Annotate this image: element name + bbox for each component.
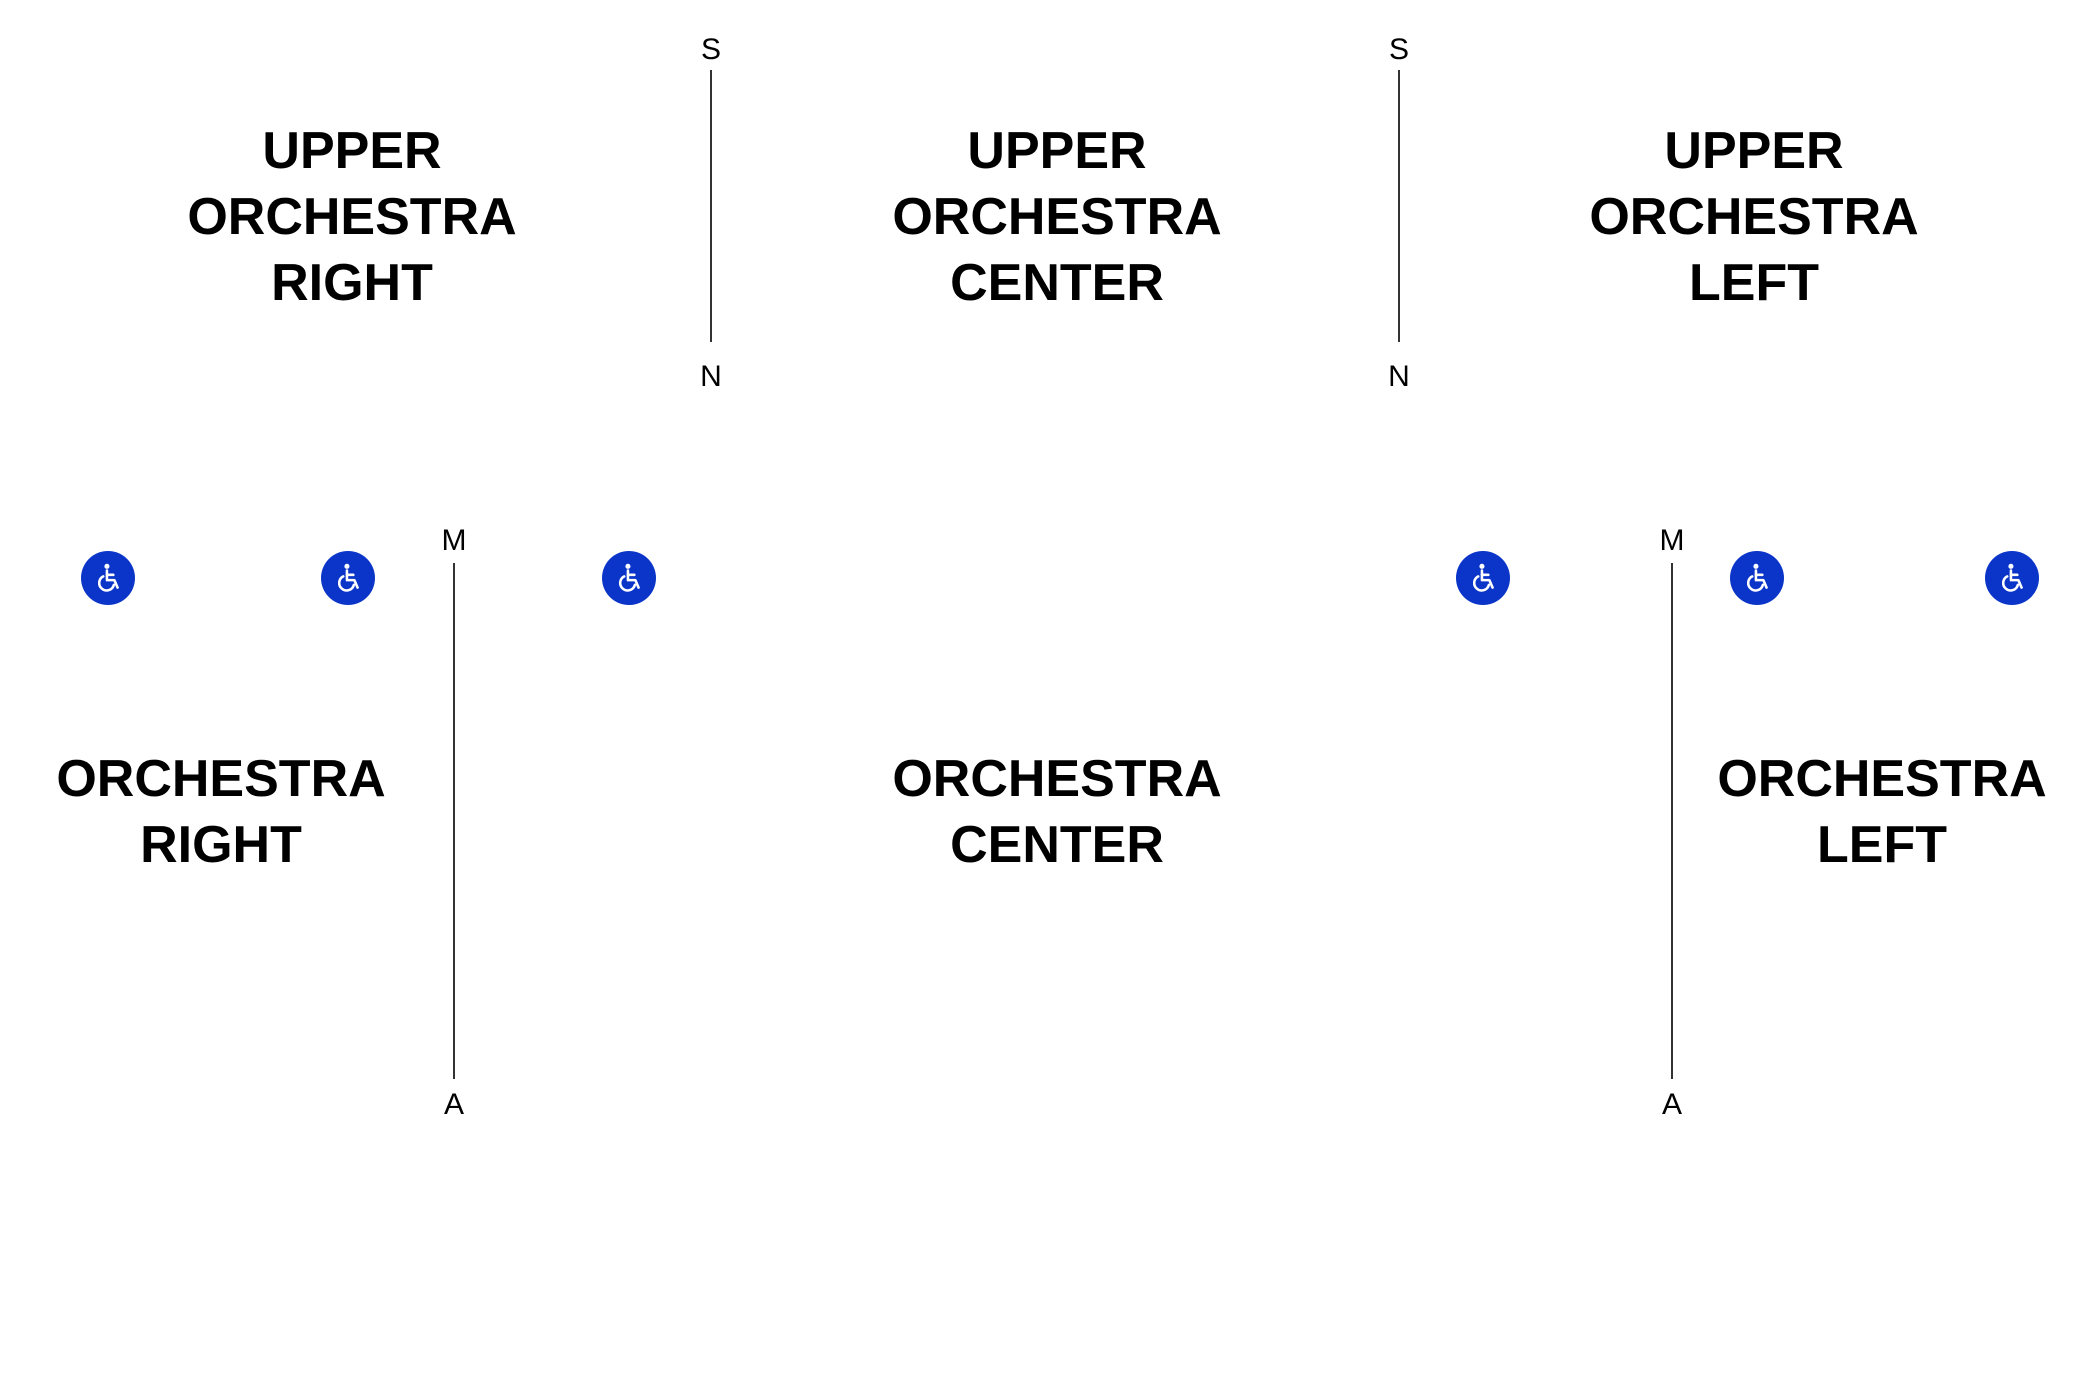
section-orchestra-center[interactable]: ORCHESTRA CENTER — [892, 746, 1221, 878]
wheelchair-accessible-icon[interactable] — [1730, 551, 1784, 605]
row-label-a-left-aisle: A — [1661, 1088, 1683, 1121]
row-label-n-left-aisle: N — [1388, 360, 1410, 393]
wheelchair-accessible-icon[interactable] — [1456, 551, 1510, 605]
section-label-line: ORCHESTRA — [187, 188, 517, 246]
section-label-line: ORCHESTRA — [1589, 188, 1919, 246]
wheelchair-accessible-icon[interactable] — [1985, 551, 2039, 605]
section-upper-orchestra-left[interactable]: UPPER ORCHESTRA LEFT — [1589, 118, 1918, 316]
aisle-divider-line — [1398, 70, 1400, 342]
section-orchestra-right[interactable]: ORCHESTRA RIGHT — [56, 746, 385, 878]
wheelchair-accessible-icon[interactable] — [321, 551, 375, 605]
aisle-divider-line — [710, 70, 712, 342]
section-label-line: CENTER — [950, 254, 1164, 312]
section-label-line: RIGHT — [140, 816, 302, 874]
row-label-m-left-aisle: M — [1659, 524, 1685, 557]
row-label-a-right-aisle: A — [443, 1088, 465, 1121]
section-label-line: LEFT — [1689, 254, 1819, 312]
section-label-line: UPPER — [967, 122, 1147, 180]
row-label-n-right-aisle: N — [700, 360, 722, 393]
section-label-line: UPPER — [1664, 122, 1844, 180]
section-orchestra-left[interactable]: ORCHESTRA LEFT — [1717, 746, 2046, 878]
section-label-line: ORCHESTRA — [1717, 750, 2047, 808]
section-upper-orchestra-right[interactable]: UPPER ORCHESTRA RIGHT — [187, 118, 516, 316]
wheelchair-accessible-icon[interactable] — [81, 551, 135, 605]
section-label-line: ORCHESTRA — [892, 750, 1222, 808]
section-label-line: ORCHESTRA — [892, 188, 1222, 246]
wheelchair-accessible-icon[interactable] — [602, 551, 656, 605]
section-label-line: CENTER — [950, 816, 1164, 874]
aisle-divider-line — [453, 563, 455, 1079]
row-label-s-left-aisle: S — [1388, 33, 1410, 66]
section-upper-orchestra-center[interactable]: UPPER ORCHESTRA CENTER — [892, 118, 1221, 316]
row-label-s-right-aisle: S — [700, 33, 722, 66]
row-label-m-right-aisle: M — [441, 524, 467, 557]
section-label-line: ORCHESTRA — [56, 750, 386, 808]
section-label-line: UPPER — [262, 122, 442, 180]
section-label-line: LEFT — [1817, 816, 1947, 874]
section-label-line: RIGHT — [271, 254, 433, 312]
aisle-divider-line — [1671, 563, 1673, 1079]
